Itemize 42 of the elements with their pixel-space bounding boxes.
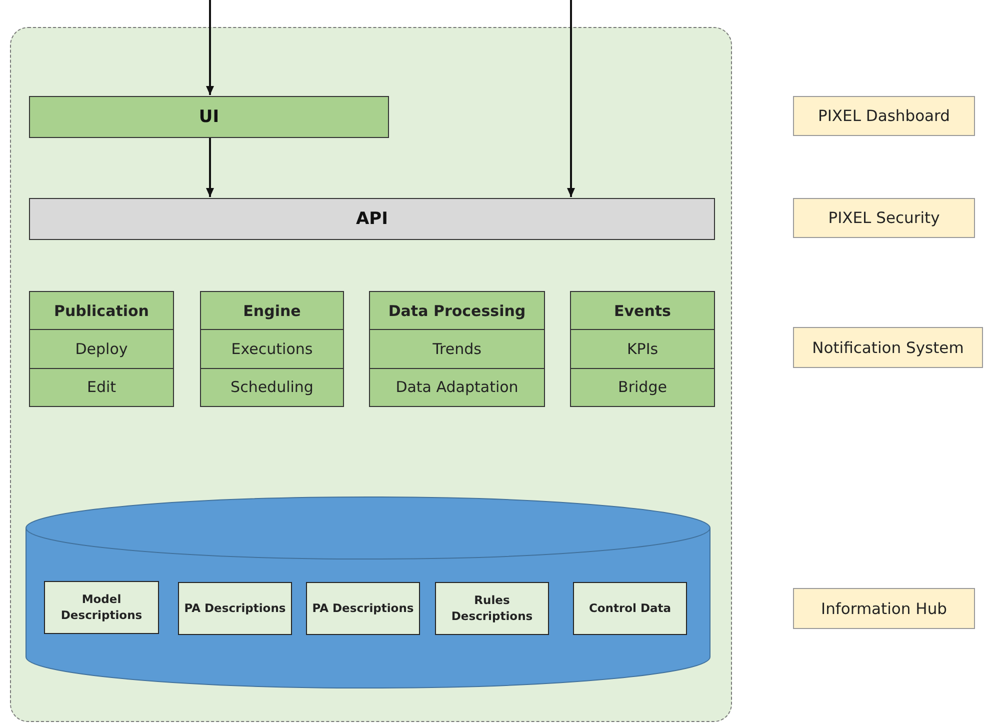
module-heading: Engine — [243, 302, 301, 320]
bar-label: UI — [198, 107, 220, 127]
module-heading: Data Processing — [388, 302, 526, 320]
data-box — [306, 582, 420, 635]
data-label: Rules Descriptions — [450, 592, 534, 624]
data-label: PA Descriptions — [312, 600, 414, 616]
module-item: Scheduling — [230, 378, 314, 396]
module-item: Edit — [86, 378, 116, 396]
arrow — [206, 137, 214, 197]
module-table — [570, 291, 715, 407]
layer-bar — [29, 198, 715, 240]
component-label: Notification System — [812, 338, 964, 356]
component-label: Information Hub — [821, 600, 947, 618]
data-box — [178, 582, 292, 635]
arrow — [206, 0, 214, 95]
data-label: Control Data — [588, 600, 672, 616]
component-label: PIXEL Security — [828, 209, 940, 227]
dashed-container — [10, 27, 732, 722]
module-heading: Publication — [54, 302, 149, 320]
module-item: Data Adaptation — [396, 378, 518, 396]
data-box — [435, 582, 549, 635]
module-item: Deploy — [75, 340, 128, 358]
component-label: PIXEL Dashboard — [818, 107, 950, 125]
bar-label: API — [356, 209, 388, 229]
data-box — [44, 581, 159, 634]
module-item: Executions — [231, 340, 313, 358]
module-table — [369, 291, 545, 407]
component-box — [793, 327, 983, 368]
module-item: Trends — [432, 340, 482, 358]
arrow — [567, 0, 575, 197]
module-heading: Events — [614, 302, 671, 320]
component-box — [793, 588, 975, 629]
data-box — [573, 582, 687, 635]
data-label: Model Descriptions — [60, 592, 144, 624]
data-label: PA Descriptions — [184, 600, 286, 616]
module-table — [29, 291, 174, 407]
module-table — [200, 291, 344, 407]
layer-bar — [29, 96, 389, 138]
module-item: Bridge — [618, 378, 667, 396]
module-item: KPIs — [626, 340, 658, 358]
component-box — [793, 198, 975, 238]
component-box — [793, 96, 975, 136]
